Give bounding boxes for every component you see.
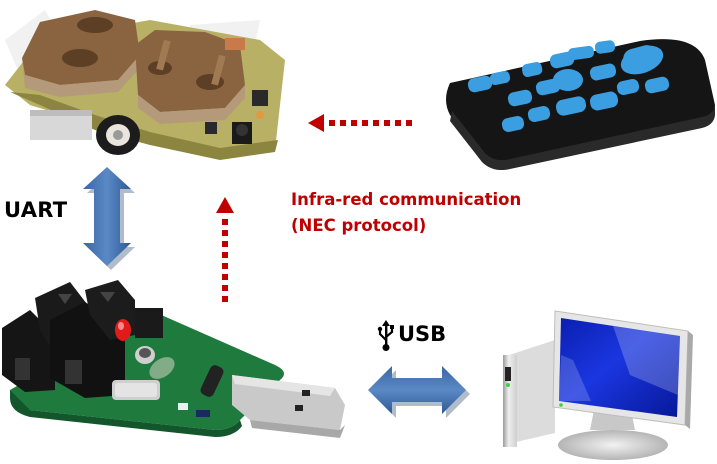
remote-control-image <box>440 35 717 170</box>
red-led-icon <box>115 319 131 341</box>
ir-label-line2: (NEC protocol) <box>291 216 427 235</box>
remote-buttons <box>467 40 670 133</box>
monitor-screen <box>559 318 680 417</box>
ir-communication-label: Infra-red communication (NEC protocol) <box>291 187 521 239</box>
ir-label-line1: Infra-red communication <box>291 190 522 209</box>
usb-programmer-image <box>0 280 350 440</box>
idc-connector-icons <box>2 280 135 398</box>
uart-double-arrow-icon <box>80 165 136 270</box>
computer-image <box>495 295 717 464</box>
usb-label: USB <box>398 322 447 346</box>
usb-trident-icon <box>377 320 395 352</box>
uart-label: UART <box>4 198 68 222</box>
ir-arrow-remote-to-robot <box>308 112 420 134</box>
usb-double-arrow-icon <box>366 360 470 420</box>
robot-board-image <box>0 0 290 165</box>
ir-arrow-dongle-to-robot <box>214 197 236 305</box>
